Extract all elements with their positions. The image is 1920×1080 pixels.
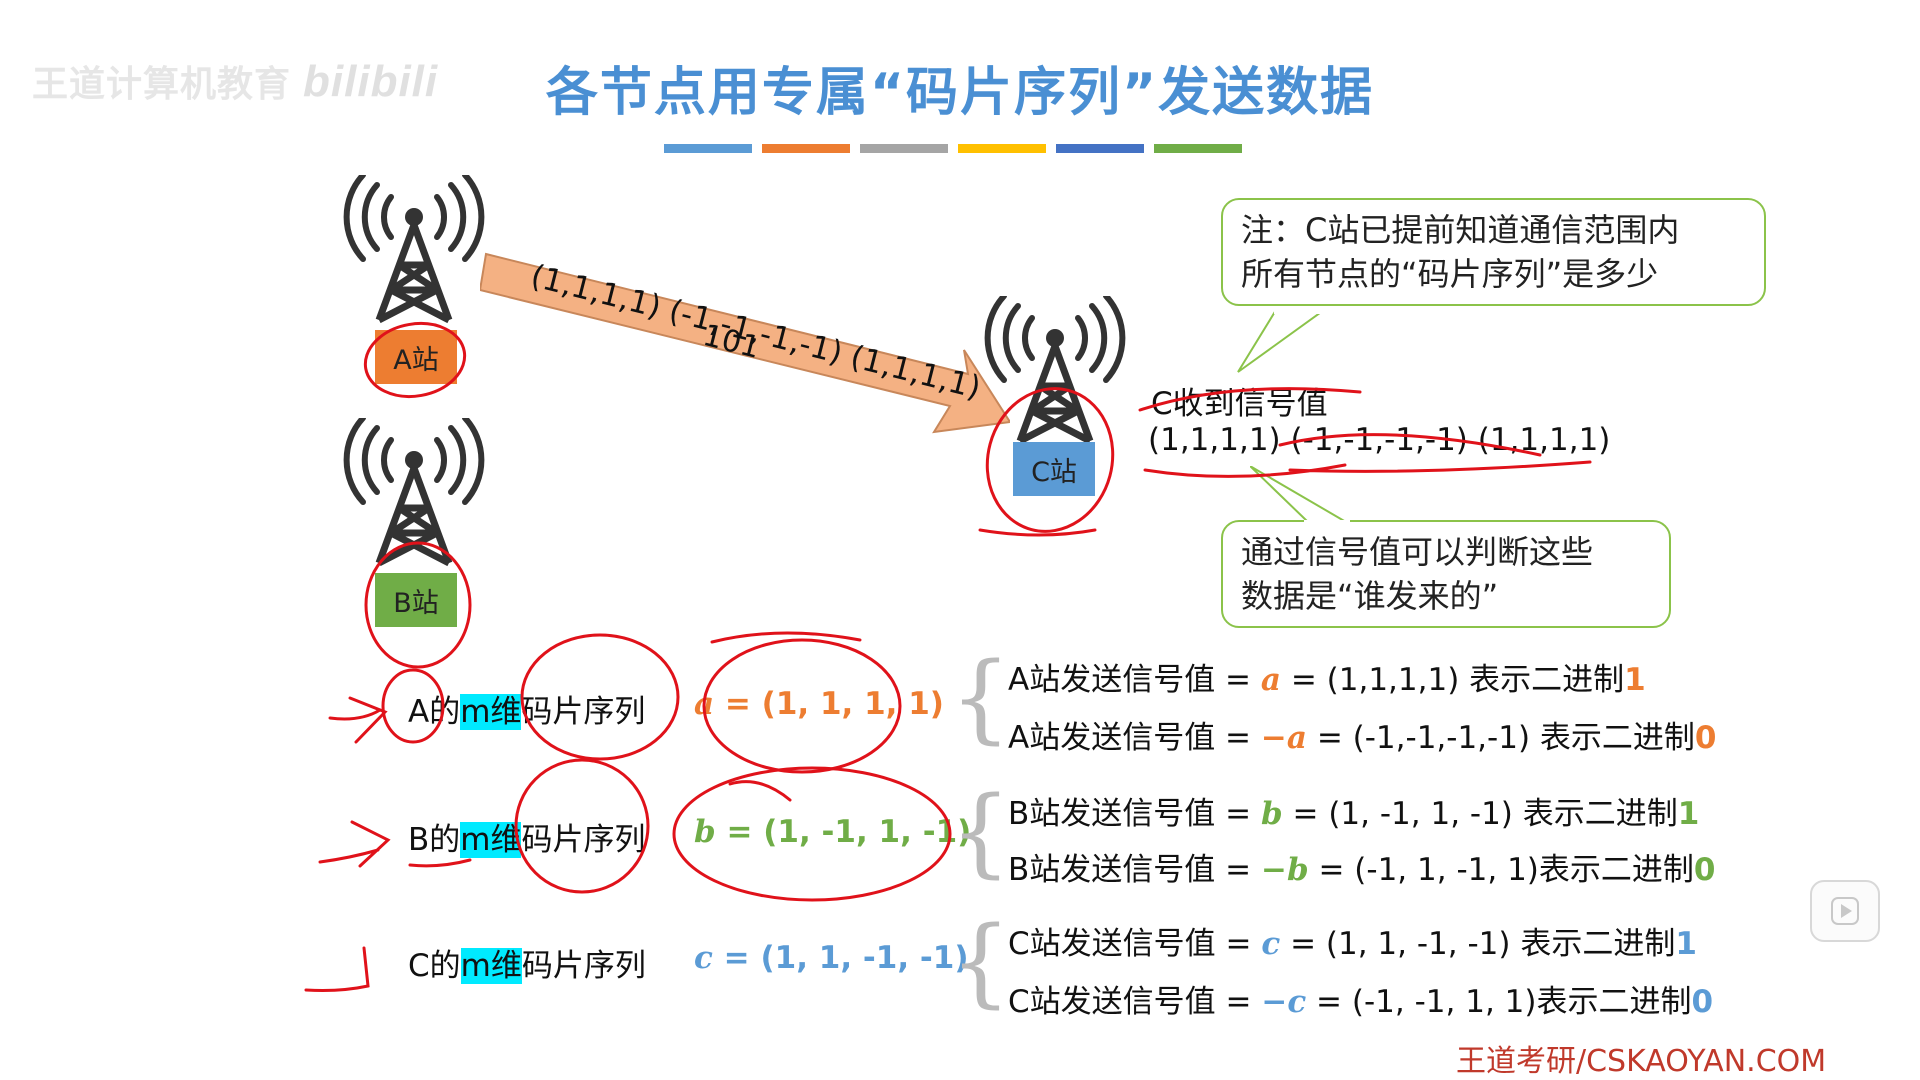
send-vector: a	[1260, 662, 1281, 698]
send-bit: 1	[1677, 796, 1700, 832]
send-line: B站发送信号值 = b = (1, -1, 1, -1) 表示二进制1	[1008, 788, 1699, 833]
send-lead: B站发送信号值 =	[1008, 796, 1261, 832]
vector-symbol: b	[694, 814, 716, 850]
send-bit: 0	[1694, 720, 1717, 756]
send-rest: = (1, 1, -1, -1) 表示二进制	[1280, 926, 1676, 962]
chip-row-suffix: 码片序列	[521, 948, 646, 984]
vector-value: = (1, -1, 1, -1)	[715, 814, 972, 850]
station-a: A站	[339, 172, 489, 384]
brace-b: {	[950, 776, 1012, 888]
chip-row-suffix: 码片序列	[521, 694, 646, 730]
brace-c: {	[950, 906, 1012, 1018]
send-lead: A站发送信号值 =	[1008, 720, 1261, 756]
send-lead: B站发送信号值 =	[1008, 852, 1261, 888]
note-line-2: 所有节点的“码片序列”是多少	[1241, 255, 1659, 293]
station-b: B站	[339, 415, 489, 627]
chip-row-c: C的m维码片序列	[408, 940, 646, 985]
send-rest: = (-1,-1,-1,-1) 表示二进制	[1306, 720, 1695, 756]
antenna-tower-icon	[343, 415, 485, 567]
send-vector: b	[1286, 852, 1309, 888]
accent-bar	[1154, 144, 1242, 153]
send-sign: −	[1260, 720, 1287, 756]
antenna-tower-icon	[343, 172, 485, 324]
send-line: A站发送信号值 = a = (1,1,1,1) 表示二进制1	[1008, 654, 1646, 699]
m-dimension-highlight: m维	[460, 822, 522, 858]
station-c-label: C站	[1013, 442, 1095, 496]
send-lead: C站发送信号值 =	[1008, 926, 1262, 962]
chip-row-a: A的m维码片序列	[408, 686, 645, 731]
chip-row-prefix: C的	[408, 948, 461, 984]
judge-callout: 通过信号值可以判断这些 数据是“谁发来的”	[1221, 520, 1671, 628]
send-rest: = (1, -1, 1, -1) 表示二进制	[1282, 796, 1678, 832]
send-bit: 1	[1675, 926, 1697, 962]
play-icon	[1831, 897, 1859, 925]
send-bit: 0	[1691, 984, 1714, 1020]
judge-callout-tail	[1250, 466, 1350, 526]
send-rest: = (-1, 1, -1, 1)表示二进制	[1308, 852, 1694, 888]
m-dimension-highlight: m维	[460, 948, 522, 984]
note-callout: 注：C站已提前知道通信范围内 所有节点的“码片序列”是多少	[1221, 198, 1766, 306]
send-lead: C站发送信号值 =	[1008, 984, 1262, 1020]
chip-vector-a: a = (1, 1, 1, 1)	[694, 686, 944, 722]
send-sign: −	[1260, 852, 1287, 888]
brace-a: {	[950, 642, 1012, 754]
station-c: C站	[980, 293, 1130, 496]
accent-bar	[1056, 144, 1144, 153]
chip-row-prefix: B的	[408, 822, 461, 858]
send-line: A站发送信号值 = −a = (-1,-1,-1,-1) 表示二进制0	[1008, 712, 1716, 757]
accent-bar	[860, 144, 948, 153]
send-line: C站发送信号值 = c = (1, 1, -1, -1) 表示二进制1	[1008, 918, 1697, 963]
chip-vector-c: c = (1, 1, -1, -1)	[694, 940, 969, 976]
judge-line-2: 数据是“谁发来的”	[1241, 577, 1499, 615]
send-bit: 1	[1624, 662, 1646, 698]
watermark: 王道计算机教育 bilibili	[32, 55, 438, 107]
chip-row-prefix: A的	[408, 694, 461, 730]
page-title: 各节点用专属“码片序列”发送数据	[545, 63, 1375, 123]
play-button[interactable]	[1810, 880, 1880, 942]
send-bit: 0	[1693, 852, 1716, 888]
send-rest: = (-1, -1, 1, 1)表示二进制	[1306, 984, 1692, 1020]
chip-row-b: B的m维码片序列	[408, 814, 645, 859]
accent-bar	[958, 144, 1046, 153]
send-lead: A站发送信号值 =	[1008, 662, 1261, 698]
chip-row-suffix: 码片序列	[521, 822, 646, 858]
received-values: (1,1,1,1) (-1,-1,-1,-1) (1,1,1,1)	[1148, 422, 1611, 458]
send-rest: = (1,1,1,1) 表示二进制	[1280, 662, 1625, 698]
send-vector: c	[1287, 984, 1307, 1020]
antenna-tower-icon	[984, 293, 1126, 445]
vector-symbol: c	[694, 940, 713, 976]
watermark-text: 王道计算机教育	[32, 64, 292, 105]
send-vector: c	[1261, 926, 1281, 962]
accent-bars	[664, 144, 1242, 153]
station-a-label: A站	[375, 330, 457, 384]
send-line: C站发送信号值 = −c = (-1, -1, 1, 1)表示二进制0	[1008, 976, 1713, 1021]
judge-line-1: 通过信号值可以判断这些	[1241, 533, 1594, 571]
send-vector: a	[1286, 720, 1307, 756]
vector-value: = (1, 1, -1, -1)	[712, 940, 969, 976]
chip-vector-b: b = (1, -1, 1, -1)	[694, 814, 971, 850]
accent-bar	[762, 144, 850, 153]
station-b-label: B站	[375, 573, 457, 627]
m-dimension-highlight: m维	[460, 694, 522, 730]
send-vector: b	[1260, 796, 1283, 832]
send-line: B站发送信号值 = −b = (-1, 1, -1, 1)表示二进制0	[1008, 844, 1715, 889]
send-sign: −	[1261, 984, 1288, 1020]
note-line-1: 注：C站已提前知道通信范围内	[1241, 211, 1680, 249]
footer-brand: 王道考研/CSKAOYAN.COM	[1456, 1044, 1827, 1079]
note-callout-tail	[1237, 310, 1326, 373]
vector-value: = (1, 1, 1, 1)	[714, 686, 944, 722]
accent-bar	[664, 144, 752, 153]
transmission-arrow	[480, 252, 1010, 434]
bilibili-logo: bilibili	[303, 57, 439, 106]
